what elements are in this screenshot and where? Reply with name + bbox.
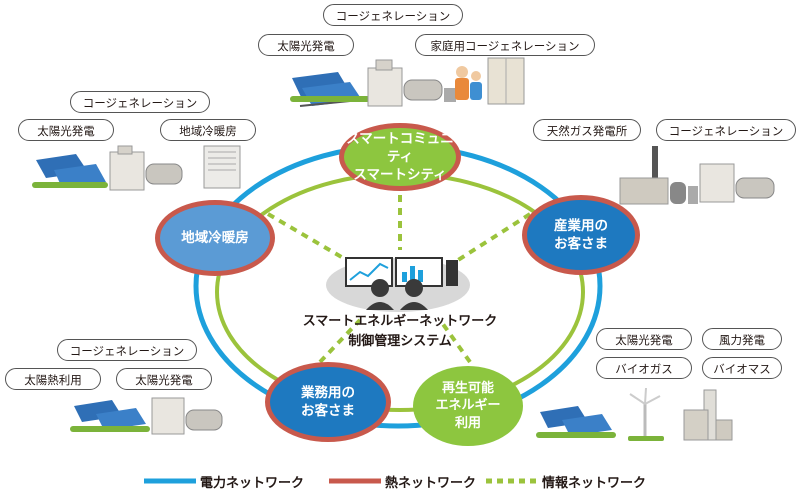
home-cogen-cabinet-illustration [487, 57, 525, 105]
left-solar-panel-illustration [32, 154, 108, 188]
control-system-label: スマートエネルギーネットワーク 制御管理システム [280, 312, 520, 351]
industrial-label-line2: お客さま [554, 236, 608, 252]
left-cogen-illustration [109, 145, 183, 191]
renewable-label-line1: 再生可能 [441, 380, 494, 396]
smart-community-node: スマートコミュニティ スマートシティ [339, 123, 461, 191]
bottom-right-biomass-pill: バイオマス [702, 357, 782, 379]
bottom-right-solar-pill: 太陽光発電 [596, 328, 692, 350]
top-home-cogen-pill: 家庭用コージェネレーション [415, 34, 595, 56]
gas-plant-illustration [619, 146, 698, 205]
bottom-right-solar-panel-illustration [536, 406, 616, 438]
bottom-left-cogen-pill: コージェネレーション [57, 339, 197, 361]
control-system-line2: 制御管理システム [348, 333, 452, 349]
top-solar-panel-illustration [290, 72, 370, 107]
control-system-line1: スマートエネルギーネットワーク [302, 314, 498, 329]
commercial-label-line1: 業務用の [301, 384, 355, 401]
top-cogen-illustration [367, 59, 456, 107]
left-solar-pill: 太陽光発電 [18, 119, 114, 141]
wind-turbine-illustration [628, 387, 664, 441]
biomass-plant-illustration [683, 389, 733, 441]
industrial-customer-node: 産業用の お客さま [522, 195, 640, 275]
smart-community-label: スマートコミュニティ [346, 130, 454, 165]
left-district-pill: 地域冷暖房 [160, 119, 256, 141]
legend-info-label: 情報ネットワーク [542, 475, 647, 491]
left-district-heating-unit-illustration [203, 145, 241, 189]
legend-heat: 熱ネットワーク [385, 472, 477, 491]
legend-info: 情報ネットワーク [542, 472, 647, 491]
top-solar-pill: 太陽光発電 [258, 34, 354, 56]
industrial-label-line1: 産業用の [554, 217, 608, 234]
renewable-label-line2: エネルギー [435, 398, 501, 414]
left-cogen-pill: コージェネレーション [70, 91, 210, 113]
right-cogen-pill: コージェネレーション [656, 119, 796, 141]
family-illustration [455, 66, 482, 100]
district-heating-label: 地域冷暖房 [181, 229, 249, 246]
commercial-customer-node: 業務用の お客さま [265, 362, 391, 442]
smart-city-label: スマートシティ [353, 167, 447, 184]
legend-power-label: 電力ネットワーク [200, 475, 305, 491]
legend-heat-label: 熱ネットワーク [385, 475, 477, 491]
district-heating-node: 地域冷暖房 [155, 200, 275, 276]
right-cogen-illustration [699, 163, 775, 203]
bottom-right-wind-pill: 風力発電 [702, 328, 782, 350]
top-cogen-pill: コージェネレーション [323, 4, 463, 26]
bottom-left-cogen-illustration [151, 397, 223, 435]
commercial-label-line2: お客さま [301, 403, 355, 419]
renewable-energy-node: 再生可能 エネルギー 利用 [413, 366, 523, 446]
bottom-left-solar-panel-illustration [70, 400, 150, 432]
legend-power: 電力ネットワーク [200, 472, 305, 491]
bottom-left-solar-heat-pill: 太陽熱利用 [5, 368, 101, 390]
bottom-left-solar-pill: 太陽光発電 [116, 368, 212, 390]
renewable-label-line3: 利用 [454, 415, 481, 431]
control-center-illustration [326, 257, 470, 312]
bottom-right-biogas-pill: バイオガス [596, 357, 692, 379]
right-gas-plant-pill: 天然ガス発電所 [533, 119, 641, 141]
